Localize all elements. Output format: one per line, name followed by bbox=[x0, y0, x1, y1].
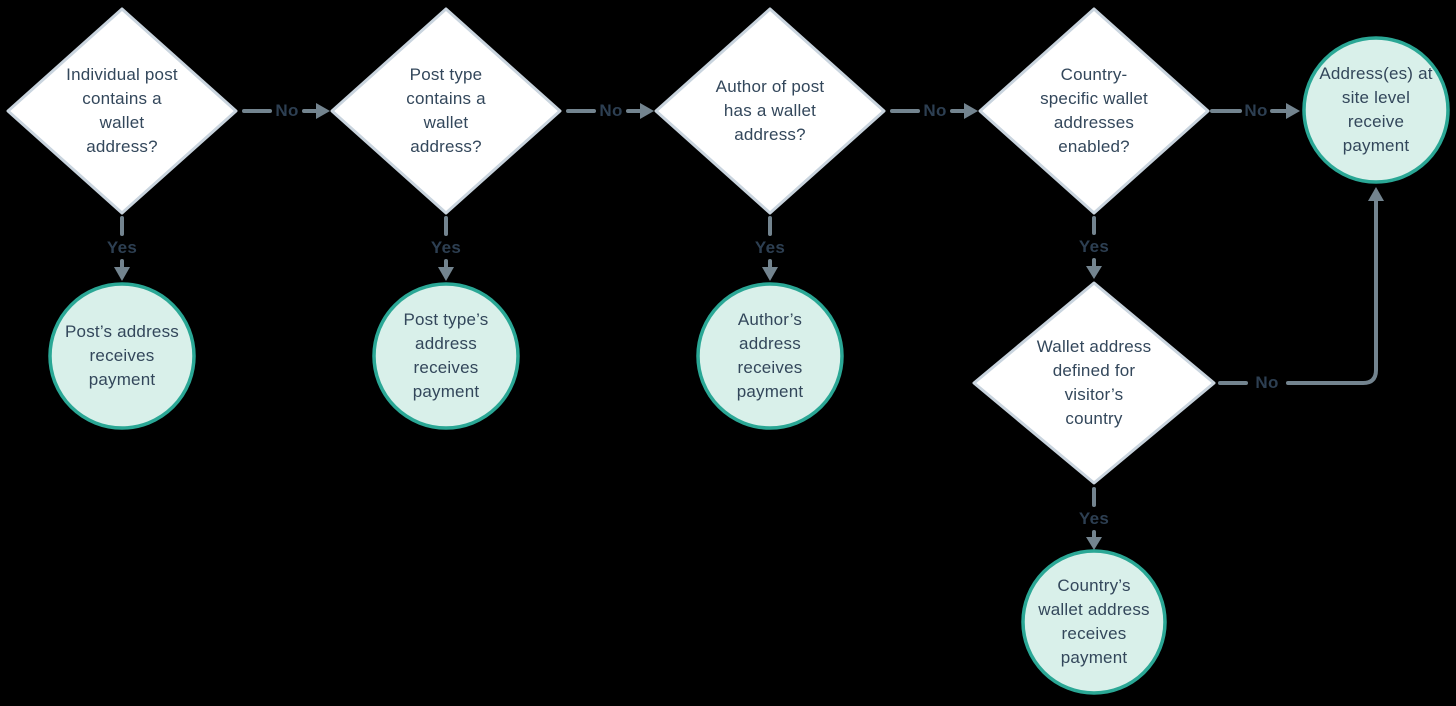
outcome-circle-author-address bbox=[696, 282, 844, 430]
outcome-label-country-address: Country’s wallet address receives paymen… bbox=[1038, 576, 1150, 667]
edge-label-yes-4: Yes bbox=[1078, 237, 1110, 256]
decision-label-country-specific: Country- specific wallet addresses enabl… bbox=[1040, 65, 1148, 156]
edge-label-yes-2: Yes bbox=[430, 238, 462, 257]
connector-no-visitorcountry-to-sitelevel bbox=[1218, 187, 1384, 385]
edge-label-yes-3: Yes bbox=[754, 238, 786, 257]
decision-diamond-author bbox=[654, 7, 886, 215]
arrowhead-right-icon bbox=[964, 103, 978, 119]
outcome-circle-post-address bbox=[48, 282, 196, 430]
connector-no-individual-to-posttype bbox=[242, 103, 330, 119]
connector-yes-visitorcountry-to-countryaddress bbox=[1086, 487, 1102, 550]
outcome-label-post-address: Post’s address receives payment bbox=[65, 322, 179, 389]
connector-no-country-to-sitelevel bbox=[1210, 103, 1300, 119]
outcome-label-post-type-address: Post type’s address receives payment bbox=[403, 310, 489, 401]
decision-diamond-visitor-country bbox=[972, 281, 1216, 485]
outcome-circle-post-type-address bbox=[372, 282, 520, 430]
arrowhead-right-icon bbox=[1286, 103, 1300, 119]
edge-label-no-4: No bbox=[1244, 101, 1268, 120]
decision-label-individual-post: Individual post contains a wallet addres… bbox=[66, 65, 178, 156]
outcome-label-site-level-address: Address(es) at site level receive paymen… bbox=[1319, 64, 1433, 155]
decision-diamond-post-type bbox=[330, 7, 562, 215]
decision-label-post-type: Post type contains a wallet address? bbox=[406, 65, 486, 156]
edge-label-no-1: No bbox=[275, 101, 299, 120]
connector-no-posttype-to-author bbox=[566, 103, 654, 119]
edge-label-yes-1: Yes bbox=[106, 238, 138, 257]
connector-yes-country-to-visitorcountry bbox=[1086, 216, 1102, 279]
arrowhead-down-icon bbox=[438, 267, 454, 281]
decision-label-visitor-country: Wallet address defined for visitor’s cou… bbox=[1036, 337, 1152, 428]
arrowhead-down-icon bbox=[1086, 537, 1102, 550]
edge-label-no-5: No bbox=[1255, 373, 1279, 392]
edge-label-yes-5: Yes bbox=[1078, 509, 1110, 528]
outcome-label-author-address: Author’s address receives payment bbox=[736, 310, 804, 401]
connector-no-author-to-country bbox=[890, 103, 978, 119]
arrowhead-down-icon bbox=[1086, 266, 1102, 279]
edge-label-no-2: No bbox=[599, 101, 623, 120]
connector-yes-individual-to-postaddress bbox=[114, 216, 130, 281]
connector-yes-posttype-to-posttypeaddress bbox=[438, 216, 454, 281]
outcome-circle-country-address bbox=[1021, 549, 1167, 695]
arrowhead-right-icon bbox=[316, 103, 330, 119]
arrowhead-up-icon bbox=[1368, 187, 1384, 201]
decision-label-author: Author of post has a wallet address? bbox=[715, 77, 825, 144]
arrowhead-right-icon bbox=[640, 103, 654, 119]
arrowhead-down-icon bbox=[762, 267, 778, 281]
connector-yes-author-to-authoraddress bbox=[762, 216, 778, 281]
decision-diamond-country-specific bbox=[978, 7, 1210, 215]
decision-diamond-individual-post bbox=[6, 7, 238, 215]
arrowhead-down-icon bbox=[114, 267, 130, 281]
outcome-circle-site-level-address bbox=[1302, 36, 1450, 184]
edge-label-no-3: No bbox=[923, 101, 947, 120]
